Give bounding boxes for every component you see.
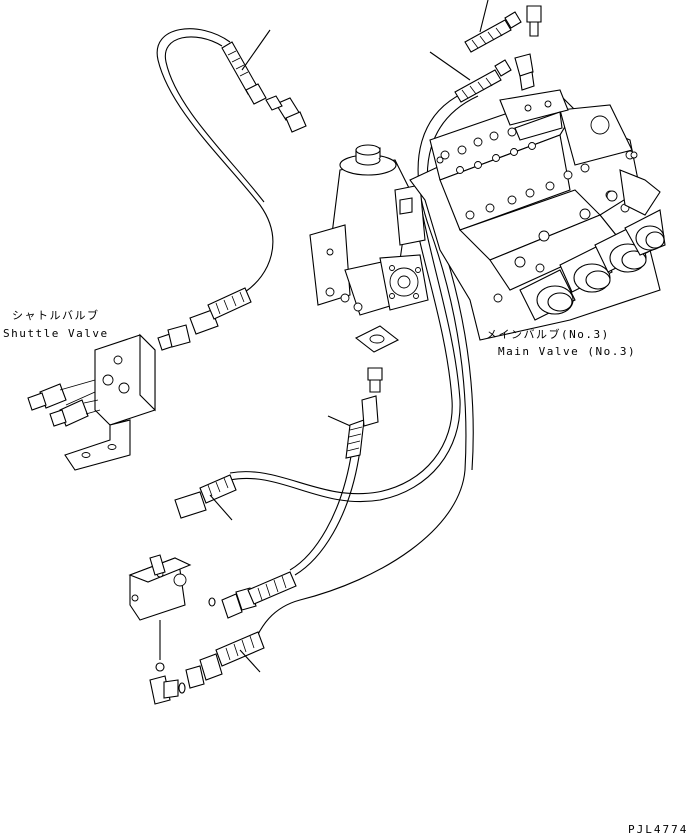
leader-line-2 xyxy=(479,0,489,33)
hose-fitting-top-right-2 xyxy=(454,59,512,103)
leader-line-3 xyxy=(429,51,471,81)
shuttle-valve-label-en: Shuttle Valve xyxy=(3,327,109,340)
hoses xyxy=(156,28,479,641)
hose-fitting-top-left xyxy=(221,41,267,105)
leader-line-lower-2 xyxy=(239,649,261,673)
drawing-number: PJL4774 xyxy=(628,823,689,836)
main-valve-label-en: Main Valve (No.3) xyxy=(498,345,637,358)
hose-fitting-mid xyxy=(345,395,379,459)
leader-line-1 xyxy=(241,29,271,71)
hose-fitting-lower xyxy=(215,571,297,667)
shuttle-valve-label-jp: シャトルバルブ xyxy=(12,309,100,322)
elbow-fitting-top xyxy=(514,5,542,91)
spool-cylinders xyxy=(514,190,666,321)
hose-fitting-shuttle xyxy=(189,287,252,335)
hose-fitting-top-right-1 xyxy=(464,11,522,53)
top-fittings xyxy=(221,0,542,133)
hose-fitting-mid-left xyxy=(174,474,237,519)
main-valve-label-jp: メインバルブ(No.3) xyxy=(486,328,610,341)
hose-main-to-mid xyxy=(229,199,461,503)
hose-main-to-lower xyxy=(254,89,471,641)
pilot-valve xyxy=(309,144,429,316)
main-valve xyxy=(409,89,666,341)
lower-block xyxy=(128,554,257,705)
hose-pilot-down xyxy=(294,449,361,576)
leader-line-lower-1 xyxy=(209,494,233,521)
shuttle-valve xyxy=(27,324,191,471)
hose-top-loop xyxy=(156,28,274,293)
adapter-top-left xyxy=(265,95,307,133)
small-block xyxy=(354,325,400,393)
